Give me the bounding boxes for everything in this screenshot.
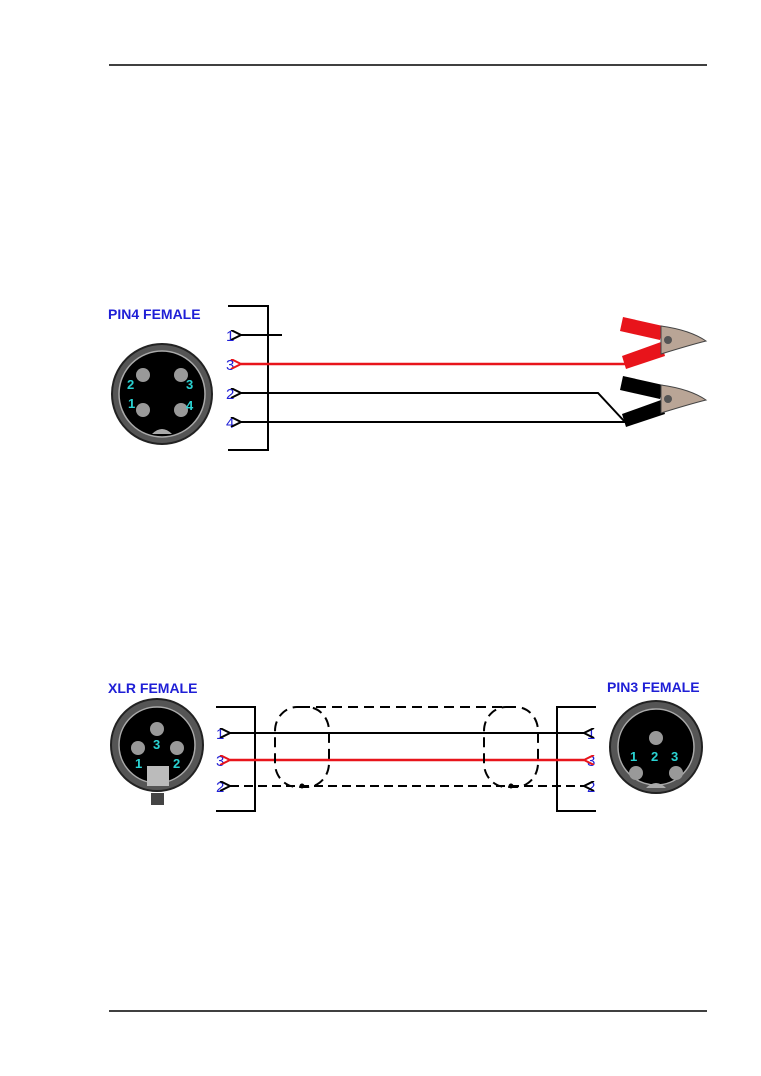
pin3-female-title: PIN3 FEMALE [607, 679, 700, 695]
wire-label: 1 [587, 726, 595, 743]
xlr-connector-icon: 3 1 2 [110, 698, 204, 805]
connector-bracket [228, 305, 269, 451]
pin4-female-title: PIN4 FEMALE [108, 306, 201, 322]
pin-number: 2 [173, 756, 180, 771]
red-alligator-clip-icon [620, 317, 708, 369]
pin-number: 2 [651, 749, 658, 764]
black-alligator-clip-icon [620, 376, 708, 427]
pin3-connector-icon: 1 2 3 [609, 700, 703, 794]
wire-label: 4 [226, 415, 234, 432]
wire-label: 3 [216, 753, 224, 770]
shield-junction [299, 783, 305, 789]
xlr-female-title: XLR FEMALE [108, 680, 197, 696]
pin-number: 3 [153, 737, 160, 752]
pin-number: 3 [671, 749, 678, 764]
pin-number: 4 [186, 398, 194, 413]
wire-label: 2 [587, 779, 595, 796]
pin4-connector-icon: 2 3 1 4 [111, 343, 213, 445]
wire-label: 1 [226, 328, 234, 345]
diagram-pin4-to-clips: PIN4 FEMALE 2 3 1 4 1 3 2 4 [108, 305, 708, 451]
diagram-xlr-to-pin3: XLR FEMALE PIN3 FEMALE 3 1 2 1 2 3 [108, 679, 703, 812]
wire-2 [241, 393, 626, 423]
pin-number: 1 [135, 756, 142, 771]
wire-label: 2 [216, 779, 224, 796]
pin-number: 3 [186, 377, 193, 392]
wire-label: 2 [226, 386, 234, 403]
wire-label: 3 [587, 753, 595, 770]
pin-number: 2 [127, 377, 134, 392]
cable-shield [274, 706, 539, 788]
wire-label: 1 [216, 726, 224, 743]
wire-label: 3 [226, 357, 234, 374]
pin-number: 1 [630, 749, 637, 764]
shield-junction [508, 783, 514, 789]
pin-number: 1 [128, 396, 135, 411]
